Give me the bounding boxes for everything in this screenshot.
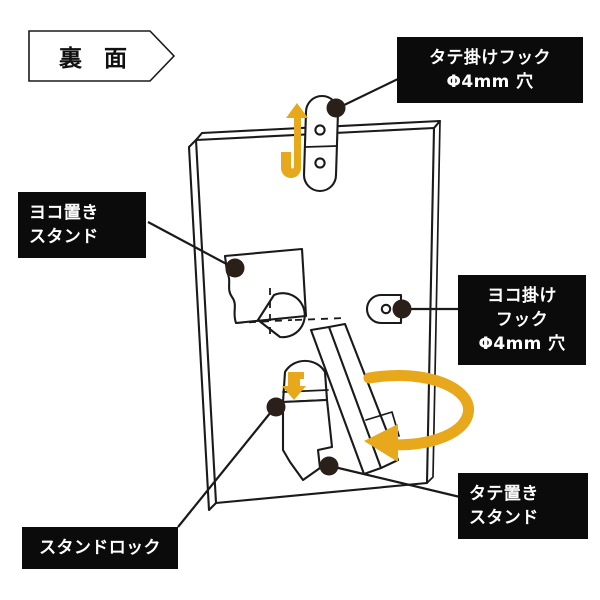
- leader-dot-stand-lock: [266, 397, 286, 417]
- leader-dot-hook-vertical: [326, 98, 346, 118]
- lock-press-down-arrow: [282, 372, 306, 400]
- page-title-banner: 裏 面: [28, 30, 176, 82]
- page-title: 裏 面: [58, 46, 134, 72]
- callout-stand-lock: スタンドロック: [22, 527, 178, 570]
- frame-board: [187, 119, 442, 512]
- leader-dot-stand-vertical: [319, 456, 339, 476]
- callout-stand-vertical: タテ置き スタンド: [458, 473, 588, 540]
- hook-rotate-up-arrow: [281, 103, 308, 178]
- banner-shape-icon: [28, 30, 176, 82]
- leader-dot-hook-horizontal: [392, 299, 412, 319]
- leader-dot-stand-horizontal: [225, 258, 245, 278]
- callout-stand-horizontal: ヨコ置き スタンド: [18, 192, 146, 259]
- leader-lines: [147, 77, 461, 528]
- hanging-hook-top: [302, 94, 340, 193]
- callout-hook-vertical: タテ掛けフック Φ4mm 穴: [397, 37, 583, 104]
- hanging-hook-side: [366, 293, 403, 325]
- stand-swing-arrow: [363, 370, 474, 462]
- horizontal-stand-leg: [223, 247, 346, 340]
- callout-hook-horizontal: ヨコ掛け フック Φ4mm 穴: [458, 275, 586, 366]
